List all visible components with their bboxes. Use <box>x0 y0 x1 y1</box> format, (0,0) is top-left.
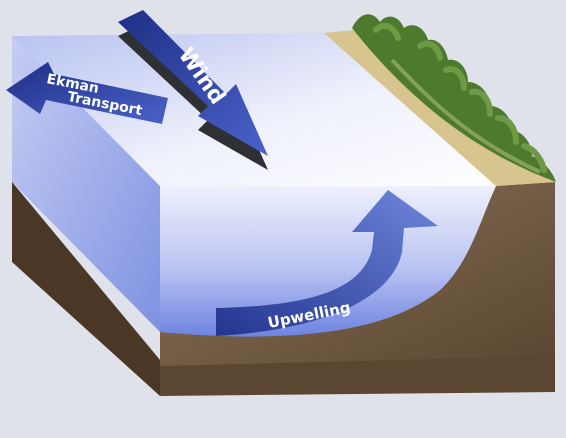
ocean-left-face <box>12 36 160 332</box>
ocean-surface <box>12 33 496 186</box>
seabed-left-face <box>12 182 160 396</box>
beach <box>324 30 556 186</box>
coastal-trees <box>352 14 556 182</box>
upwelling-arrow[interactable] <box>216 190 438 336</box>
wind-arrow[interactable] <box>118 10 268 156</box>
continental-slope <box>160 182 555 366</box>
ekman-transport-arrow[interactable] <box>6 62 168 124</box>
